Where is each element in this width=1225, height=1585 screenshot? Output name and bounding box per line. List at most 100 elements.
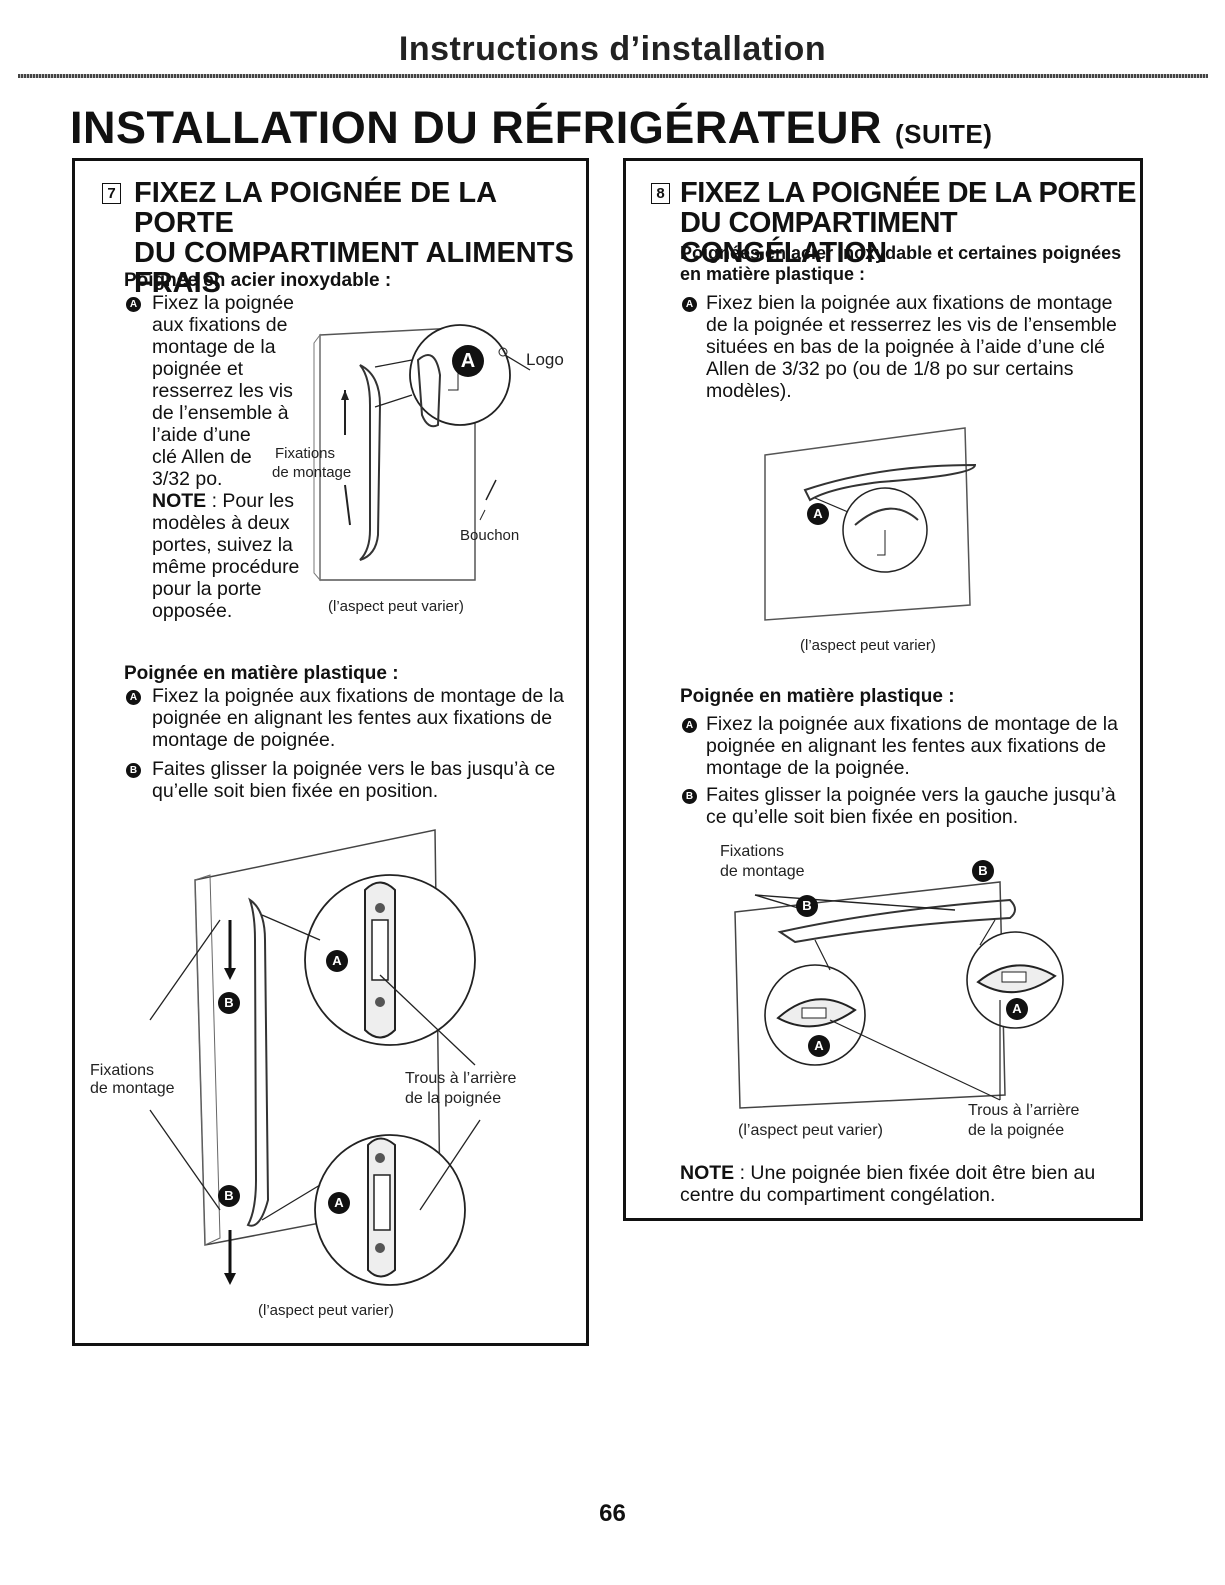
step8-plastic-illustration [734, 881, 1064, 1109]
step8-fig3-callout-a: A [807, 503, 829, 525]
step7-number: 7 [102, 183, 121, 204]
text-line: Fixez bien la poignée aux fixations de m… [706, 292, 1113, 314]
step7-plastic-illustration [149, 829, 481, 1286]
fig-caption: (l’aspect peut varier) [328, 598, 464, 615]
text-line: situées en bas de la poignée à l’aide d’… [706, 336, 1105, 358]
text-line: resserrez les vis [152, 380, 293, 402]
step8-fig4-callout-b-left: B [796, 895, 818, 917]
step7-title-line-1: FIXEZ LA POIGNÉE DE LA PORTE [134, 177, 496, 239]
step8-fig4-callout-a-left: A [808, 1035, 830, 1057]
text-line: Faites glisser la poignée vers le bas ju… [152, 758, 556, 780]
page-number: 66 [599, 1500, 626, 1527]
text-line: même procédure [152, 556, 300, 578]
fig-label-de-la-poignee: de la poignée [968, 1122, 1065, 1139]
fig-label-de-montage: de montage [272, 464, 352, 481]
step7-fig1-callout-a: A [452, 345, 484, 377]
step7-note: NOTE : Pour les [152, 490, 322, 512]
step8-plastic-badge-a: A [682, 718, 697, 733]
text-line: pour la porte [152, 578, 262, 600]
text-line: en matière plastique : [680, 264, 866, 284]
step7-stainless-badge-a: A [126, 297, 141, 312]
fig-caption: (l’aspect peut varier) [800, 637, 936, 654]
text-line: clé Allen de [152, 446, 252, 468]
text-line: montage de la poignée. [706, 757, 910, 779]
text-line: modèles à deux [152, 512, 290, 534]
fig-caption: (l’aspect peut varier) [258, 1302, 394, 1319]
step7-fig2-callout-a-top: A [326, 950, 348, 972]
text-line: Fixez la poignée aux fixations de montag… [706, 713, 1118, 735]
note-label: NOTE [152, 490, 207, 512]
text-line: poignée en alignant les fentes aux fixat… [706, 735, 1107, 757]
step8-title-line-2: DU COMPARTIMENT CONGÉLATION [680, 207, 958, 269]
step7-title-line-2: DU COMPARTIMENT ALIMENTS [134, 237, 574, 269]
fig-label-bouchon: Bouchon [460, 527, 520, 544]
step7-fig2-callout-b-top: B [218, 992, 240, 1014]
text-line: Faites glisser la poignée vers la gauche… [706, 784, 1116, 806]
fig-label-fixations: Fixations [90, 1062, 155, 1079]
fig-label-trous: Trous à l’arrière [968, 1102, 1080, 1119]
text-line: centre du compartiment congélation. [680, 1184, 996, 1206]
step8-plastic-item-a: Fixez la poignée aux fixations de montag… [706, 713, 1136, 779]
step7-plastic-badge-a: A [126, 690, 141, 705]
step8-plastic-item-b: Faites glisser la poignée vers la gauche… [706, 784, 1136, 828]
text-line: opposée. [152, 600, 233, 622]
header-divider [18, 74, 1208, 78]
text-line: aux fixations de [152, 314, 288, 336]
text-line: qu’elle soit bien fixée en position. [152, 780, 439, 802]
text-line: de l’ensemble à [152, 402, 289, 424]
text-line: l’aide d’une [152, 424, 251, 446]
page-title: INSTALLATION DU RÉFRIGÉRATEUR (SUITE) [70, 102, 992, 154]
step7-stainless-instructions: Fixez la poignée aux fixations de montag… [152, 292, 322, 622]
step7-title: FIXEZ LA POIGNÉE DE LA PORTE DU COMPARTI… [134, 178, 584, 298]
step7-fig2-callout-a-bottom: A [328, 1192, 350, 1214]
fig-label-de-la-poignee: de la poignée [405, 1090, 502, 1107]
text-line: Fixez la poignée aux fixations de montag… [152, 685, 564, 707]
fig-caption: (l’aspect peut varier) [738, 1122, 883, 1139]
text-line: : Pour les [206, 490, 294, 512]
text-line: portes, suivez la [152, 534, 293, 556]
step7-fig2-callout-b-bottom: B [218, 1185, 240, 1207]
step8-panel [623, 158, 1143, 1221]
text-line: 3/32 po. [152, 468, 223, 490]
fig-label-fixations: Fixations [720, 843, 785, 860]
step7-plastic-item-a: Fixez la poignée aux fixations de montag… [152, 685, 582, 751]
step8-plastic-badge-b: B [682, 789, 697, 804]
header-title: Instructions d’installation [398, 30, 827, 68]
text-line: montage de poignée. [152, 729, 336, 751]
step8-number: 8 [651, 183, 670, 204]
note-label: NOTE [680, 1162, 735, 1184]
text-line: ce qu’elle soit bien fixée en position. [706, 806, 1019, 828]
page-title-suffix: (SUITE) [894, 119, 993, 149]
text-line: Allen de 3/32 po (ou de 1/8 po sur certa… [706, 358, 1074, 380]
step8-fig4-callout-b-right: B [972, 860, 994, 882]
text-line: de la poignée et resserrez les vis de l’… [706, 314, 1117, 336]
text-line: modèles). [706, 380, 792, 402]
text-line: Poignées en acier inoxydable et certaine… [680, 243, 1122, 263]
step8-plastic-subhead: Poignée en matière plastique : [680, 686, 955, 707]
step7-title-line-3: FRAIS [134, 267, 221, 299]
step8-stainless-illustration [764, 427, 977, 621]
text-line: montage de la [152, 336, 276, 358]
step7-plastic-badge-b: B [126, 763, 141, 778]
fig-label-fixations: Fixations [275, 445, 336, 462]
text-line: poignée en alignant les fentes aux fixat… [152, 707, 553, 729]
step7-plastic-item-b: Faites glisser la poignée vers le bas ju… [152, 758, 582, 802]
fig-label-trous: Trous à l’arrière [405, 1070, 517, 1087]
page-title-main: INSTALLATION DU RÉFRIGÉRATEUR [70, 102, 882, 153]
text-line: : Une poignée bien fixée doit être bien … [734, 1162, 1096, 1184]
step8-title: FIXEZ LA POIGNÉE DE LA PORTE DU COMPARTI… [680, 178, 1140, 268]
text-line: Fixez la poignée [152, 292, 295, 314]
step8-title-line-1: FIXEZ LA POIGNÉE DE LA PORTE [680, 177, 1136, 209]
step7-stainless-subhead: Poignée en acier inoxydable : [124, 270, 392, 291]
step8-fig4-callout-a-right: A [1006, 998, 1028, 1020]
step8-note: NOTE : Une poignée bien fixée doit être … [680, 1162, 1130, 1206]
step8-stainless-subhead: Poignées en acier inoxydable et certaine… [680, 243, 1130, 285]
fig-label-logo: Logo [526, 350, 564, 369]
fig-label-de-montage: de montage [720, 863, 805, 880]
step7-panel [72, 158, 589, 1346]
fig-label-de-montage: de montage [90, 1080, 175, 1097]
step8-stainless-badge-a: A [682, 297, 697, 312]
step7-plastic-subhead: Poignée en matière plastique : [124, 663, 399, 684]
text-line: poignée et [152, 358, 244, 380]
step8-stainless-instructions: Fixez bien la poignée aux fixations de m… [706, 292, 1136, 402]
